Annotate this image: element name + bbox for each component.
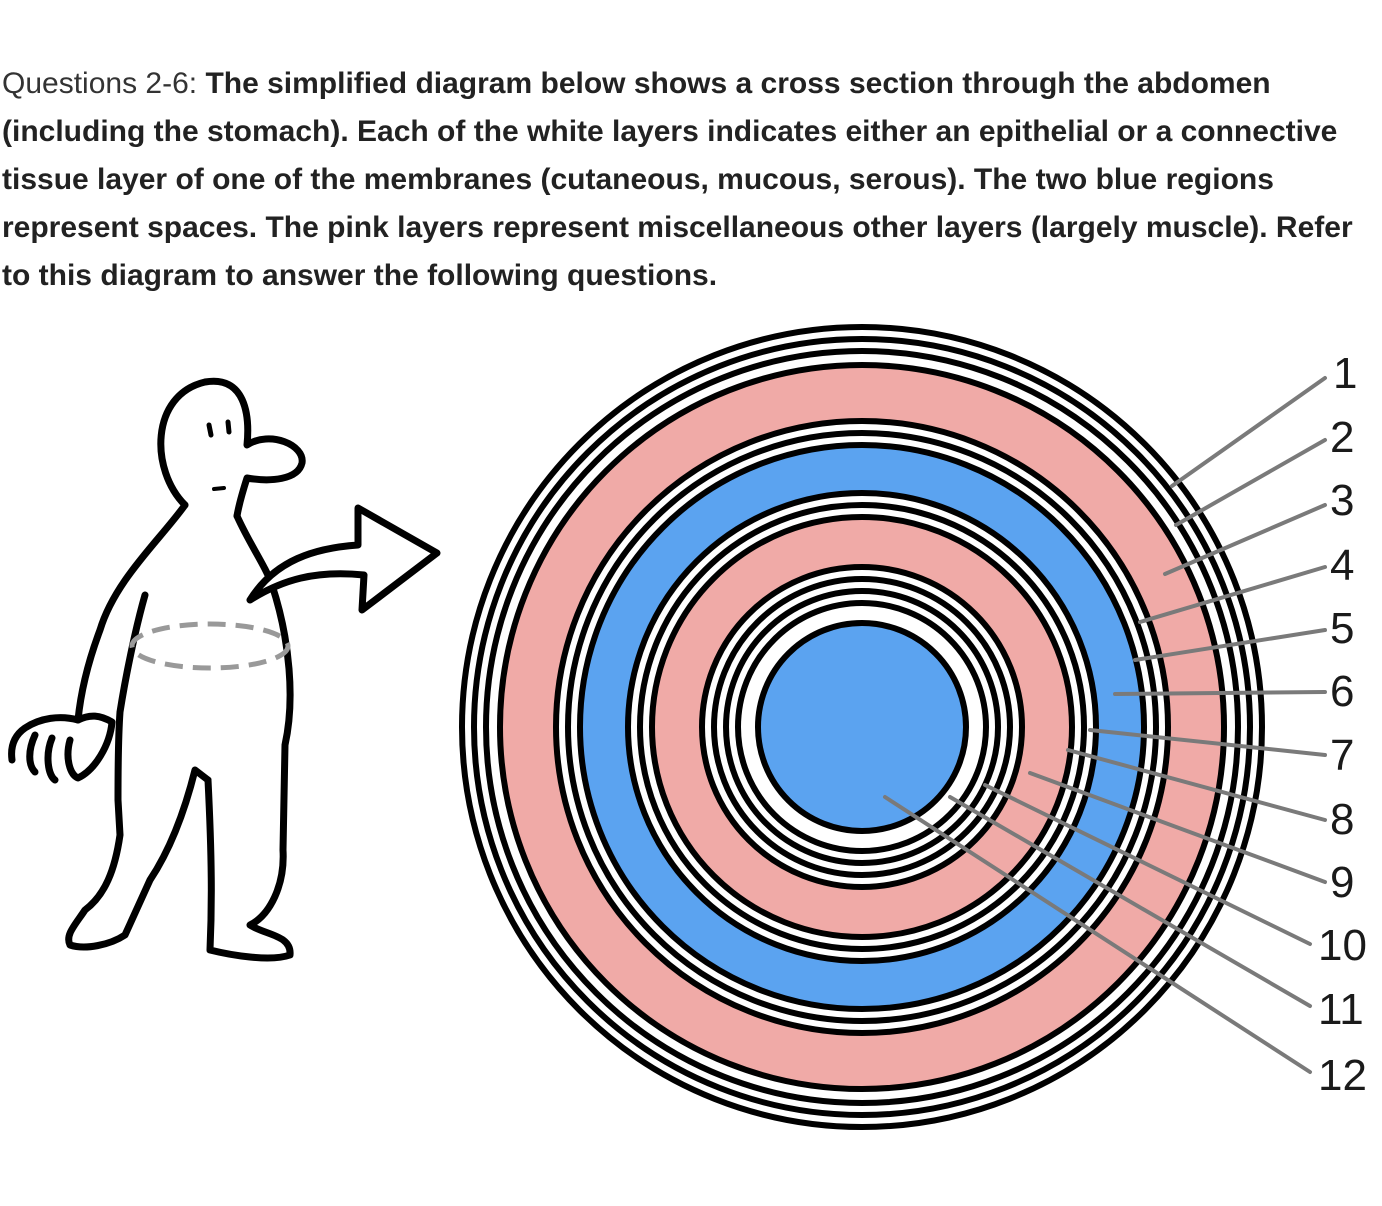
question-body: The simplified diagram below shows a cro… (2, 67, 1353, 292)
leader-line-3 (1163, 503, 1327, 576)
layer-label-8: 8 (1330, 795, 1354, 844)
layer-label-6: 6 (1330, 667, 1354, 716)
layer-label-9: 9 (1330, 858, 1354, 907)
leader-line-9 (1028, 771, 1327, 884)
question-text: Questions 2-6: The simplified diagram be… (2, 60, 1374, 300)
person-hand (8, 712, 116, 784)
layer-label-2: 2 (1330, 413, 1354, 462)
leader-line-10 (983, 783, 1312, 946)
layer-label-10: 10 (1318, 921, 1367, 970)
person-figure (8, 377, 306, 962)
leader-line-7 (1088, 728, 1327, 757)
leader-line-2 (1174, 438, 1327, 527)
leader-line-6 (1113, 690, 1327, 696)
pointer-arrow (246, 504, 441, 614)
leader-line-8 (1066, 748, 1327, 822)
layer-label-7: 7 (1330, 731, 1354, 780)
leader-line-4 (1138, 565, 1327, 624)
layer-leaders (883, 376, 1327, 1074)
leader-line-1 (1170, 376, 1327, 488)
leader-line-5 (1133, 628, 1327, 662)
layer-label-12: 12 (1318, 1051, 1367, 1100)
leader-line-11 (948, 795, 1312, 1008)
person-body-right (204, 512, 294, 962)
question-prefix: Questions 2-6: (2, 67, 206, 100)
layer-labels: 1 2 3 4 5 6 7 8 9 10 11 12 (1318, 349, 1367, 1100)
layer-label-11: 11 (1318, 985, 1364, 1034)
person-body-left (74, 501, 189, 724)
person-mouth (212, 486, 226, 491)
waist-section-marker (129, 621, 291, 671)
stomach-lumen-space (755, 620, 969, 834)
layer-label-5: 5 (1330, 604, 1354, 653)
layer-label-3: 3 (1330, 476, 1354, 525)
person-head (157, 377, 306, 520)
person-arm-inner (65, 591, 212, 951)
concentric-layers (459, 324, 1265, 1130)
layer-label-4: 4 (1330, 541, 1354, 590)
leader-line-12 (883, 795, 1312, 1074)
layer-label-1: 1 (1333, 349, 1357, 398)
person-eyes (206, 419, 232, 438)
